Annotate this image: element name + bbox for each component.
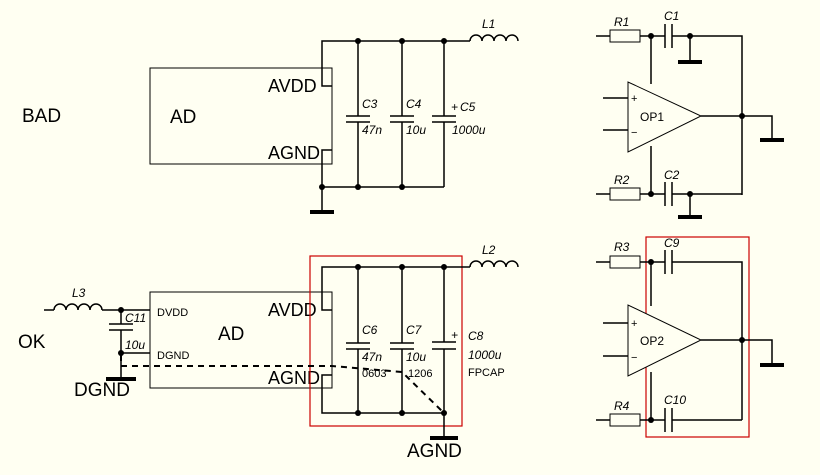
c2-ref: C2 <box>664 168 680 182</box>
c6-ref: C6 <box>362 323 378 337</box>
c10-ref: C10 <box>664 393 686 407</box>
capacitor-c6: C6 47n 0603 <box>346 323 386 380</box>
c5-polarity: + <box>451 100 458 114</box>
ground-return-path <box>121 365 445 414</box>
op1-plus: + <box>631 93 637 105</box>
c9-ref: C9 <box>664 236 680 250</box>
c7-package: 1206 <box>408 368 432 380</box>
r4-ref: R4 <box>614 399 630 413</box>
ad-chip-top-avdd-pin: AVDD <box>268 76 317 96</box>
agnd-label: AGND <box>407 441 462 462</box>
inductor-l3: L3 <box>72 286 86 300</box>
l2-ref: L2 <box>482 243 496 257</box>
op1-circuit <box>596 24 784 219</box>
bottom-supply-wires <box>321 266 470 438</box>
op2-circuit <box>596 250 784 432</box>
highlight-box-decoupling <box>309 255 463 427</box>
top-supply-wires <box>321 40 470 210</box>
ad-chip-bottom-avdd-pin: AVDD <box>268 300 317 320</box>
capacitor-c11: C11 10u <box>125 311 146 352</box>
l3-ref: L3 <box>72 286 86 300</box>
c11-ref: C11 <box>125 311 146 325</box>
ok-label: OK <box>18 332 46 353</box>
r2-ref: R2 <box>614 173 630 187</box>
c6-package: 0603 <box>362 368 386 380</box>
op1-minus: − <box>631 127 637 139</box>
c3-ref: C3 <box>362 97 378 111</box>
ad-chip-top <box>149 67 333 165</box>
op2-label: OP2 <box>640 334 664 348</box>
c8-value: 1000u <box>468 348 502 362</box>
top-junction-dots <box>319 38 447 190</box>
c8-ref: C8 <box>468 329 484 343</box>
opamp-op2 <box>627 304 703 377</box>
c5-value: 1000u <box>452 123 486 137</box>
ad-chip-bottom <box>149 291 333 389</box>
c8-package: FPCAP <box>468 367 505 379</box>
capacitor-c5: + C5 1000u <box>432 100 486 137</box>
c6-value: 47n <box>362 350 382 364</box>
inductor-l1: L1 <box>469 17 519 42</box>
c4-ref: C4 <box>406 97 422 111</box>
op1-label: OP1 <box>640 110 664 124</box>
ad-chip-bottom-dgnd-pin: DGND <box>157 350 189 362</box>
c1-ref: C1 <box>664 9 679 23</box>
op2-plus: + <box>631 318 637 330</box>
c11-value: 10u <box>125 338 145 352</box>
r1-ref: R1 <box>614 15 629 29</box>
capacitor-c8: + C8 1000u FPCAP <box>432 328 505 379</box>
c3-value: 47n <box>362 123 382 137</box>
c7-ref: C7 <box>406 323 423 337</box>
dvdd-wiring <box>44 303 150 378</box>
resistor-r1 <box>609 29 641 43</box>
inductor-l2: L2 <box>469 243 519 268</box>
r3-ref: R3 <box>614 240 630 254</box>
opamp-op1 <box>627 81 703 153</box>
ad-chip-bottom-dvdd-pin: DVDD <box>157 307 188 319</box>
bottom-junction-dots <box>355 264 447 416</box>
op2-minus: − <box>631 352 637 364</box>
capacitor-c3: C3 47n <box>346 97 382 137</box>
c5-ref: C5 <box>460 100 476 114</box>
dgnd-label: DGND <box>74 380 130 401</box>
c7-value: 10u <box>406 350 426 364</box>
resistor-r4 <box>609 413 641 427</box>
resistor-r2 <box>609 187 641 201</box>
ad-chip-top-name: AD <box>170 107 196 128</box>
ad-chip-top-agnd-pin: AGND <box>268 143 320 163</box>
ad-chip-bottom-name: AD <box>218 324 244 345</box>
capacitor-c4: C4 10u <box>390 97 426 137</box>
capacitor-c7: C7 10u 1206 <box>390 323 432 380</box>
c4-value: 10u <box>406 123 426 137</box>
c8-polarity: + <box>451 328 458 342</box>
ad-chip-bottom-agnd-pin: AGND <box>268 368 320 388</box>
l1-ref: L1 <box>482 17 495 31</box>
bad-label: BAD <box>22 106 61 127</box>
resistor-r3 <box>609 255 641 269</box>
